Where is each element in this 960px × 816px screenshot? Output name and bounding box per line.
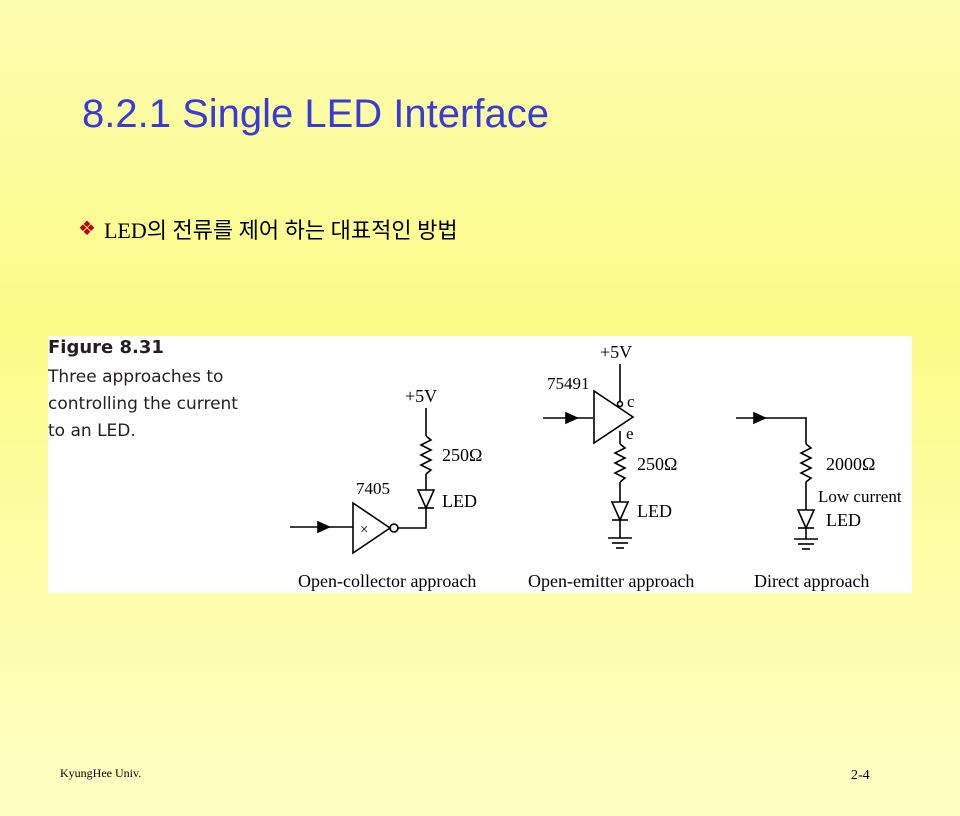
direct-led-label: LED bbox=[826, 510, 861, 530]
oc-supply-label: +5V bbox=[405, 386, 437, 406]
oe-led-diode-icon bbox=[610, 501, 630, 522]
figure-caption-line-1: Three approaches to bbox=[48, 367, 223, 387]
open-collector-circuit bbox=[290, 408, 436, 555]
slide-title: 8.2.1 Single LED Interface bbox=[82, 92, 549, 136]
direct-circuit bbox=[736, 411, 818, 550]
footer-page-number: 2-4 bbox=[851, 768, 870, 783]
bullet-item: ❖ LED의 전류를 제어 하는 대표적인 방법 bbox=[78, 212, 458, 246]
bullet-text: LED의 전류를 제어 하는 대표적인 방법 bbox=[104, 213, 458, 245]
oe-resistor-label: 250Ω bbox=[637, 454, 677, 474]
bullet-body: 의 전류를 제어 하는 대표적인 방법 bbox=[146, 218, 458, 243]
bullet-prefix: LED bbox=[103, 218, 147, 243]
direct-resistor-label: 2000Ω bbox=[826, 454, 875, 474]
oc-input-arrow-icon bbox=[317, 520, 331, 534]
direct-led-diode-icon bbox=[796, 509, 816, 530]
diamond-bullet-icon: ❖ bbox=[78, 218, 96, 240]
oe-caption: Open-emitter approach bbox=[528, 571, 694, 591]
oe-led-label: LED bbox=[637, 501, 672, 521]
direct-input-wire bbox=[736, 417, 807, 444]
figure-8-31: Figure 8.31 Three approaches to controll… bbox=[48, 336, 912, 593]
oe-collector-pin-label: c bbox=[627, 392, 635, 411]
oe-buffer-gate bbox=[593, 389, 635, 445]
oc-chip-label: 7405 bbox=[356, 479, 390, 498]
circuit-diagram: Figure 8.31 Three approaches to controll… bbox=[48, 337, 902, 591]
figure-caption-line-2: controlling the current bbox=[48, 394, 238, 414]
direct-input-arrow-icon bbox=[753, 411, 767, 425]
figure-number: Figure 8.31 bbox=[48, 337, 164, 358]
oc-output-wire bbox=[398, 518, 427, 529]
oc-led-diode-icon bbox=[416, 489, 436, 510]
oe-chip-label: 75491 bbox=[547, 374, 590, 393]
oc-resistor-label: 250Ω bbox=[442, 445, 482, 465]
oc-gate-symbol: × bbox=[360, 522, 368, 538]
footer-university: KyungHee Univ. bbox=[60, 766, 142, 780]
oc-led-label: LED bbox=[442, 491, 477, 511]
oe-supply-label: +5V bbox=[600, 342, 632, 362]
oe-input-arrow-icon bbox=[565, 411, 579, 425]
oc-resistor-icon bbox=[419, 435, 433, 475]
direct-resistor-icon bbox=[799, 443, 813, 483]
oc-caption: Open-collector approach bbox=[298, 571, 476, 591]
figure-caption-line-3: to an LED. bbox=[48, 421, 136, 441]
oc-inverter-gate bbox=[352, 501, 392, 555]
open-emitter-circuit bbox=[543, 364, 635, 549]
oe-resistor-icon bbox=[613, 443, 627, 483]
direct-note-label: Low current bbox=[818, 487, 902, 506]
direct-caption: Direct approach bbox=[754, 571, 869, 591]
oe-emitter-pin-label: e bbox=[626, 424, 634, 443]
